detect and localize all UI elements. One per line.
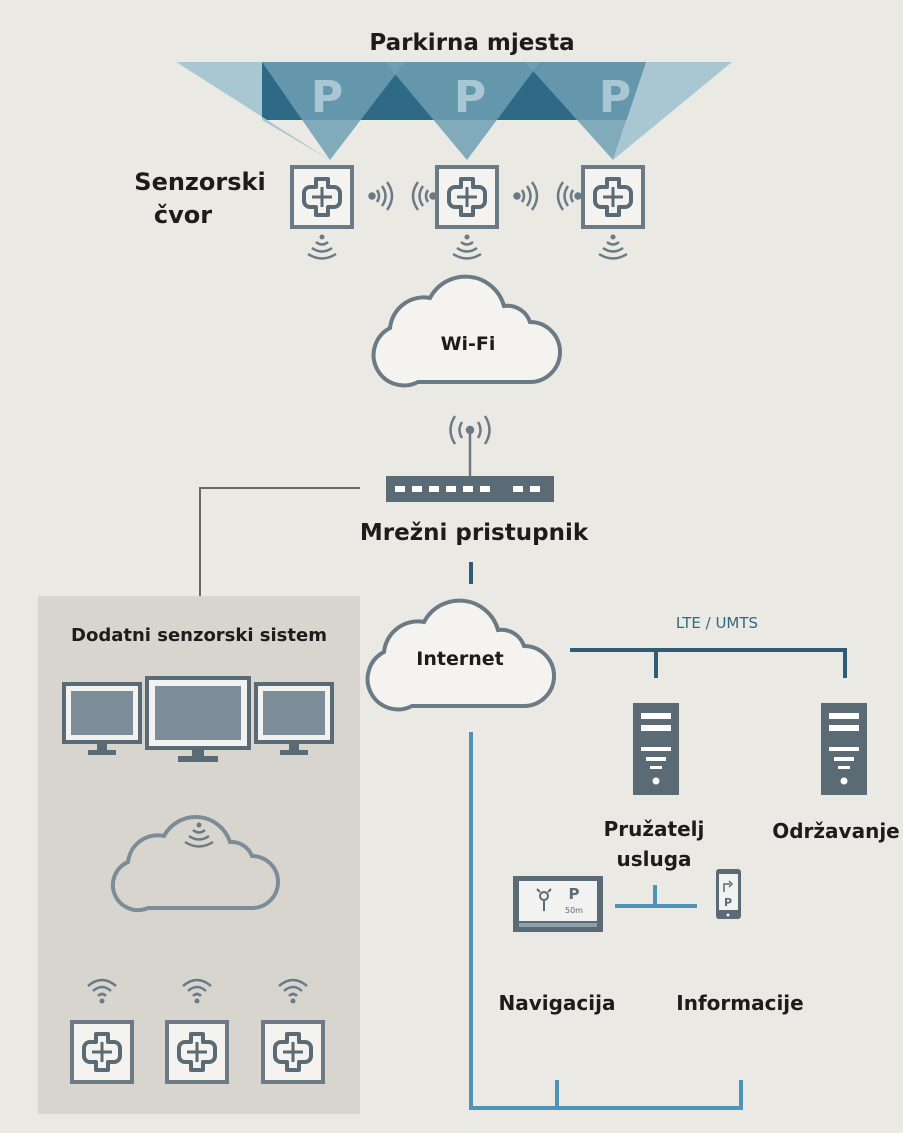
sensor-node-label-1: Senzorski (134, 168, 265, 196)
link-gateway-extra (199, 487, 360, 596)
radio-wave-icon-3 (520, 181, 539, 211)
radio-dot-3 (513, 192, 521, 200)
extra-sensor-node-icon-3 (261, 1020, 325, 1084)
sensor-node-icon-2 (435, 165, 499, 229)
radio-dot-2 (429, 192, 437, 200)
radio-wave-icon-2 (411, 181, 430, 211)
downsignal-icon-3 (597, 233, 629, 260)
radio-signals (368, 181, 582, 211)
wifi-cloud-icon (371, 274, 562, 388)
parking-letter-1: P (311, 72, 343, 123)
sensor-node-label-2: čvor (154, 201, 212, 229)
navigation-device-icon: P 50m (513, 876, 603, 932)
radio-dot-4 (574, 192, 582, 200)
server-maintenance-icon (821, 703, 867, 795)
provider-label-1: Pružatelj (604, 817, 705, 841)
server-provider-icon (633, 703, 679, 795)
radio-dot-1 (368, 192, 376, 200)
internet-label: Internet (416, 648, 503, 670)
sensor-node-icon-1 (290, 165, 354, 229)
sensor-node-icon-3 (581, 165, 645, 229)
parking-letter-2: P (454, 72, 486, 123)
navigation-label: Navigacija (498, 991, 615, 1015)
extra-sensor-node-icon-2 (165, 1020, 229, 1084)
gateway-router-icon (386, 476, 554, 502)
gateway-signal-icon (449, 415, 491, 476)
beam-right (613, 62, 732, 160)
beam-left (176, 62, 330, 160)
maintenance-label: Održavanje (772, 819, 900, 843)
extra-cloud-icon (110, 815, 280, 913)
extra-system-label: Dodatni senzorski sistem (71, 625, 327, 646)
radio-wave-icon-1 (375, 181, 394, 211)
title: Parkirna mjesta (369, 30, 574, 56)
beam-2 (385, 62, 540, 160)
radio-wave-icon-4 (556, 181, 575, 211)
nav-pin-icon (536, 888, 552, 911)
beam-1 (262, 62, 405, 160)
wifi-label: Wi-Fi (441, 333, 496, 355)
beam-3 (525, 62, 646, 160)
phone-p: P (724, 896, 732, 909)
provider-label-2: usluga (616, 847, 691, 871)
nav-device-distance: 50m (565, 906, 583, 915)
downsignal-icon-2 (451, 233, 483, 260)
information-label: Informacije (676, 991, 803, 1015)
monitor-center-icon (145, 676, 251, 762)
extra-sensor-node-icon-1 (70, 1020, 134, 1084)
internet-cloud-icon (365, 598, 556, 712)
lte-line (570, 648, 847, 678)
gateway-label: Mrežni pristupnik (360, 520, 589, 546)
downsignal-icon-1 (306, 233, 338, 260)
lte-label: LTE / UMTS (676, 614, 758, 632)
parking-zone: P P P (176, 62, 732, 160)
link-internet-devices (469, 732, 743, 1110)
parking-letter-3: P (599, 72, 631, 123)
nav-device-p: P (569, 885, 580, 903)
phone-icon: P (716, 869, 741, 919)
